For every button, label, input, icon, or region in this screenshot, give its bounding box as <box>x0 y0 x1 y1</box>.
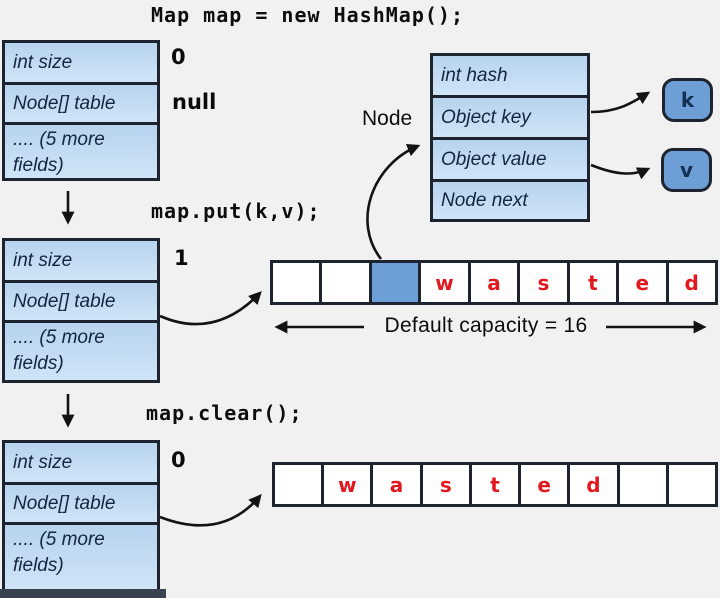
arrow-table1-to-array-icon <box>159 291 262 326</box>
bucket-cell <box>616 465 666 504</box>
arrow-table2-to-array-icon <box>159 494 262 527</box>
bucket-cell: s <box>517 263 566 302</box>
hashmap-object-2: int size Node[] table .... (5 more field… <box>2 238 160 383</box>
key-object-k: k <box>662 78 713 122</box>
bucket-cell-occupied <box>368 263 419 302</box>
size-value-1: 0 <box>171 45 186 69</box>
field-node-table: Node[] table <box>5 82 157 122</box>
field-more-fields: .... (5 more fields) <box>5 122 157 178</box>
bucket-cell: a <box>370 465 419 504</box>
field-object-key: Object key <box>433 95 587 137</box>
field-more-fields: .... (5 more fields) <box>5 320 157 380</box>
code-title: Map map = new HashMap(); <box>151 3 464 27</box>
node-object: int hash Object key Object value Node ne… <box>430 53 590 222</box>
box-bottom-edge <box>0 589 166 598</box>
field-int-size: int size <box>5 43 157 82</box>
bucket-cell <box>275 465 321 504</box>
bucket-array-bottom: w a s t e d <box>272 462 718 507</box>
bucket-cell: d <box>665 263 715 302</box>
code-clear: map.clear(); <box>146 401 303 425</box>
field-node-next: Node next <box>433 179 587 219</box>
field-node-table: Node[] table <box>5 280 157 320</box>
code-put: map.put(k,v); <box>151 199 321 223</box>
size-value-3: 0 <box>171 448 186 472</box>
field-node-table: Node[] table <box>5 482 157 522</box>
bucket-array-middle: w a s t e d <box>270 260 718 305</box>
field-int-size: int size <box>5 241 157 280</box>
bucket-cell: s <box>419 465 469 504</box>
bucket-cell: w <box>321 465 370 504</box>
hashmap-object-1: int size Node[] table .... (5 more field… <box>2 40 160 181</box>
capacity-caption: Default capacity = 16 <box>384 314 588 337</box>
hashmap-object-3: int size Node[] table .... (5 more field… <box>2 440 160 592</box>
arrow-value-to-v-icon <box>590 163 651 180</box>
table-value-1: null <box>172 90 217 114</box>
bucket-cell <box>665 465 715 504</box>
bucket-cell: w <box>418 263 467 302</box>
bucket-cell <box>319 263 368 302</box>
bucket-cell: e <box>616 263 665 302</box>
bucket-cell: d <box>567 465 616 504</box>
bucket-cell: t <box>566 263 616 302</box>
bucket-cell <box>273 263 319 302</box>
field-more-fields: .... (5 more fields) <box>5 522 157 589</box>
field-object-value: Object value <box>433 137 587 179</box>
field-int-hash: int hash <box>433 56 587 95</box>
arrow-key-to-k-icon <box>590 91 651 114</box>
bucket-cell: e <box>518 465 567 504</box>
bucket-cell: t <box>468 465 518 504</box>
node-label: Node <box>362 107 413 130</box>
value-object-v: v <box>661 148 712 192</box>
size-value-2: 1 <box>174 246 189 270</box>
arrow-bucket-to-node-icon <box>366 143 421 260</box>
field-int-size: int size <box>5 443 157 482</box>
bucket-cell: a <box>467 263 517 302</box>
